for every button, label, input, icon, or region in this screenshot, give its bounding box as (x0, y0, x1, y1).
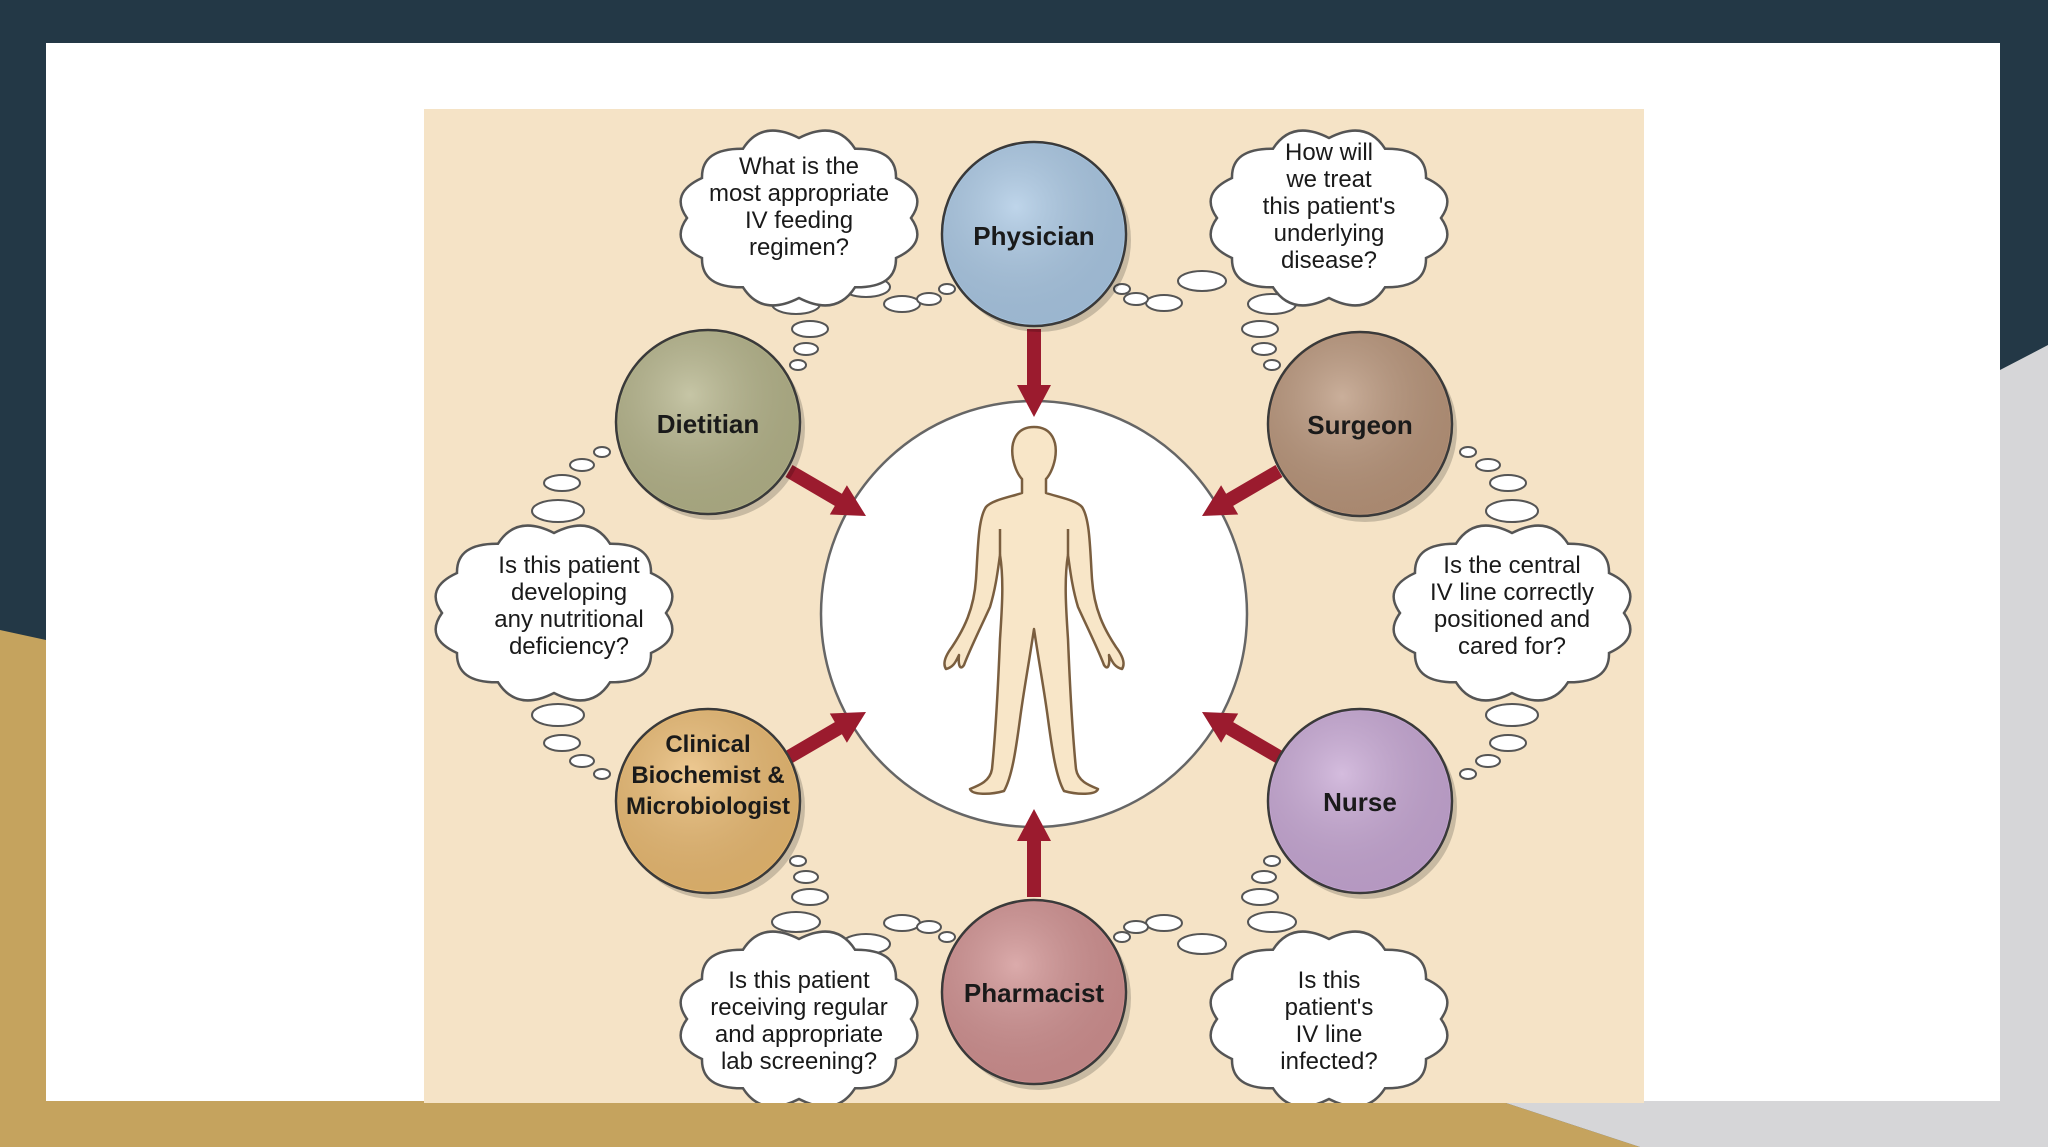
role-circle-nurse (1266, 707, 1457, 899)
role-circle-biochemist (614, 707, 805, 899)
thought-text-lab-screening: Is this patient receiving regular and ap… (710, 967, 888, 1075)
role-circle-pharmacist (940, 898, 1131, 1090)
arrow-dietitian (785, 465, 866, 516)
thought-text-nutritional-deficiency: Is this patient developing any nutrition… (494, 552, 644, 660)
thought-trail-nutritional-deficiency (531, 446, 611, 780)
slide: Physician Surgeon Nurse Pharmacist Clini… (46, 43, 2000, 1103)
thought-bubble-central-line (1392, 524, 1632, 702)
thought-text-iv-feeding: What is the most appropriate IV feeding … (708, 153, 890, 261)
role-label-pharmacist: Pharmacist (963, 978, 1105, 1008)
arrow-pharmacist (1017, 809, 1051, 897)
thought-trail-central-line (1459, 446, 1539, 780)
thought-bubble-lab-screening (679, 930, 919, 1103)
role-label-dietitian: Dietitian (656, 409, 760, 439)
thought-bubble-iv-feeding (679, 129, 919, 307)
role-circle-dietitian (614, 328, 805, 520)
thought-trail-line-infected (1113, 855, 1297, 955)
thought-text-line-infected: Is this patient's IV line infected? (1280, 967, 1378, 1075)
role-label-surgeon: Surgeon (1307, 410, 1413, 440)
arrow-physician (1017, 329, 1051, 417)
role-label-biochemist: Clinical Biochemist & Microbiologist (626, 731, 790, 820)
role-label-nurse: Nurse (1323, 787, 1397, 817)
arrow-biochemist (785, 712, 866, 763)
care-team-diagram: Physician Surgeon Nurse Pharmacist Clini… (424, 109, 1644, 1103)
arrow-surgeon (1202, 465, 1283, 516)
role-circle-physician (940, 140, 1131, 332)
role-circle-surgeon (1266, 330, 1457, 522)
thought-trail-underlying-disease (1113, 270, 1297, 371)
human-body-outline-icon (943, 425, 1125, 795)
thought-bubble-line-infected (1209, 930, 1449, 1103)
thought-text-central-line: Is the central IV line correctly positio… (1429, 552, 1595, 660)
role-label-physician: Physician (973, 221, 1095, 251)
arrow-nurse (1202, 712, 1283, 763)
thought-text-underlying-disease: How will we treat this patient's underly… (1262, 139, 1396, 274)
thought-bubble-nutritional-deficiency (434, 524, 674, 702)
thought-bubble-underlying-disease (1209, 129, 1449, 307)
